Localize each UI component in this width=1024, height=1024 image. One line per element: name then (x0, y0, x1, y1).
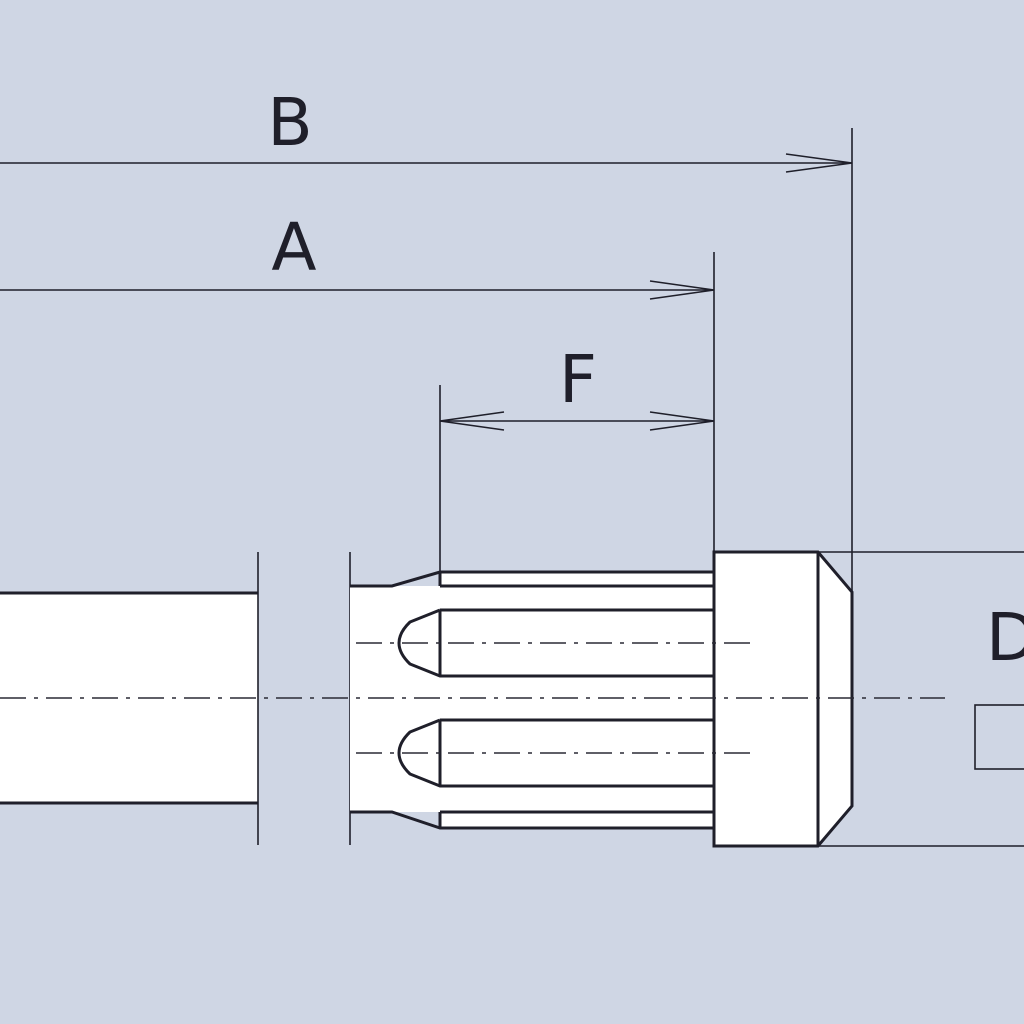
dimension-f (439, 411, 715, 431)
dimension-b-label: B (267, 84, 312, 161)
dimension-a-label: A (271, 209, 316, 286)
pin-head (712, 550, 854, 848)
center-lines (0, 642, 945, 754)
pin-part (0, 550, 854, 848)
dimension-f-label: F (559, 341, 597, 418)
extension-lines (439, 128, 1024, 847)
dimension-a (0, 280, 715, 300)
dimension-d-label: D (986, 599, 1024, 676)
dimension-b (0, 153, 853, 173)
grooved-section (350, 570, 714, 830)
dimension-d-box (974, 704, 1024, 770)
